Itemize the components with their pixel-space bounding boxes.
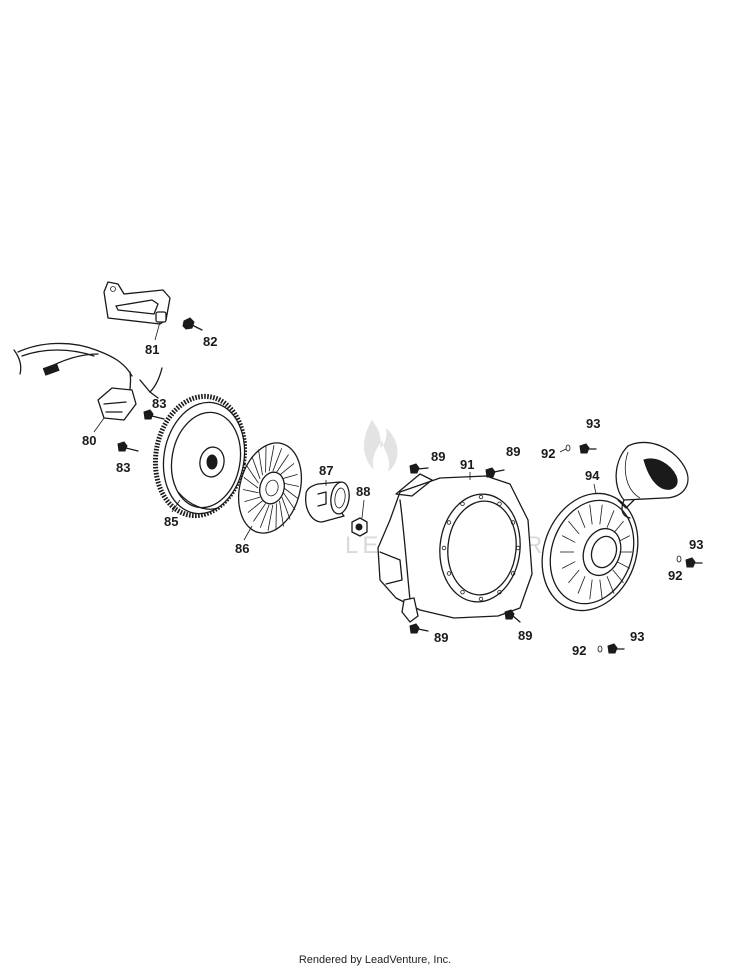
part-89-bolt-d[interactable] xyxy=(504,609,521,623)
part-81-bracket[interactable] xyxy=(103,281,171,325)
part-89-bolt-a[interactable] xyxy=(409,463,429,474)
callout-92-c: 92 xyxy=(572,643,586,658)
part-83-bolt-lower[interactable] xyxy=(117,441,139,452)
callout-89-c: 89 xyxy=(434,630,448,645)
part-92-washer-b[interactable] xyxy=(676,555,682,563)
callout-81: 81 xyxy=(145,342,159,357)
part-94-recoil-starter[interactable] xyxy=(526,441,689,624)
callout-93-c: 93 xyxy=(630,629,644,644)
callouts: 81 82 80 83 83 85 86 87 88 89 91 89 92 9… xyxy=(82,334,703,658)
callout-92-b: 92 xyxy=(668,568,682,583)
callout-83-upper: 83 xyxy=(152,396,166,411)
leader-lines xyxy=(93,321,597,541)
part-93-screw-a[interactable] xyxy=(579,443,597,454)
callout-89-b: 89 xyxy=(506,444,520,459)
footer-credit: Rendered by LeadVenture, Inc. xyxy=(298,954,452,966)
part-92-washer-a[interactable] xyxy=(565,444,571,452)
callout-83-lower: 83 xyxy=(116,460,130,475)
callout-93-a: 93 xyxy=(586,416,600,431)
part-85-flywheel[interactable] xyxy=(146,389,254,522)
callout-82: 82 xyxy=(203,334,217,349)
part-80-ignition-coil[interactable] xyxy=(13,342,163,421)
part-87-starter-cup[interactable] xyxy=(305,481,351,523)
callout-89-a: 89 xyxy=(431,449,445,464)
part-88-nut[interactable] xyxy=(351,517,368,537)
callout-86: 86 xyxy=(235,541,249,556)
callout-91: 91 xyxy=(460,457,474,472)
part-82-bolt[interactable] xyxy=(182,317,203,331)
callout-87: 87 xyxy=(319,463,333,478)
part-83-bolt-upper[interactable] xyxy=(143,409,165,420)
callout-92-a: 92 xyxy=(541,446,555,461)
part-89-bolt-b[interactable] xyxy=(485,467,505,478)
part-93-screw-c[interactable] xyxy=(607,643,625,654)
callout-94: 94 xyxy=(585,468,600,483)
part-91-blower-housing[interactable] xyxy=(377,473,533,623)
callout-89-d: 89 xyxy=(518,628,532,643)
callout-93-b: 93 xyxy=(689,537,703,552)
callout-88: 88 xyxy=(356,484,370,499)
part-89-bolt-c[interactable] xyxy=(409,623,429,634)
part-86-cooling-fan[interactable] xyxy=(229,436,311,540)
callout-85: 85 xyxy=(164,514,178,529)
callout-80: 80 xyxy=(82,433,96,448)
part-93-screw-b[interactable] xyxy=(685,557,703,568)
part-92-washer-c[interactable] xyxy=(597,645,603,653)
